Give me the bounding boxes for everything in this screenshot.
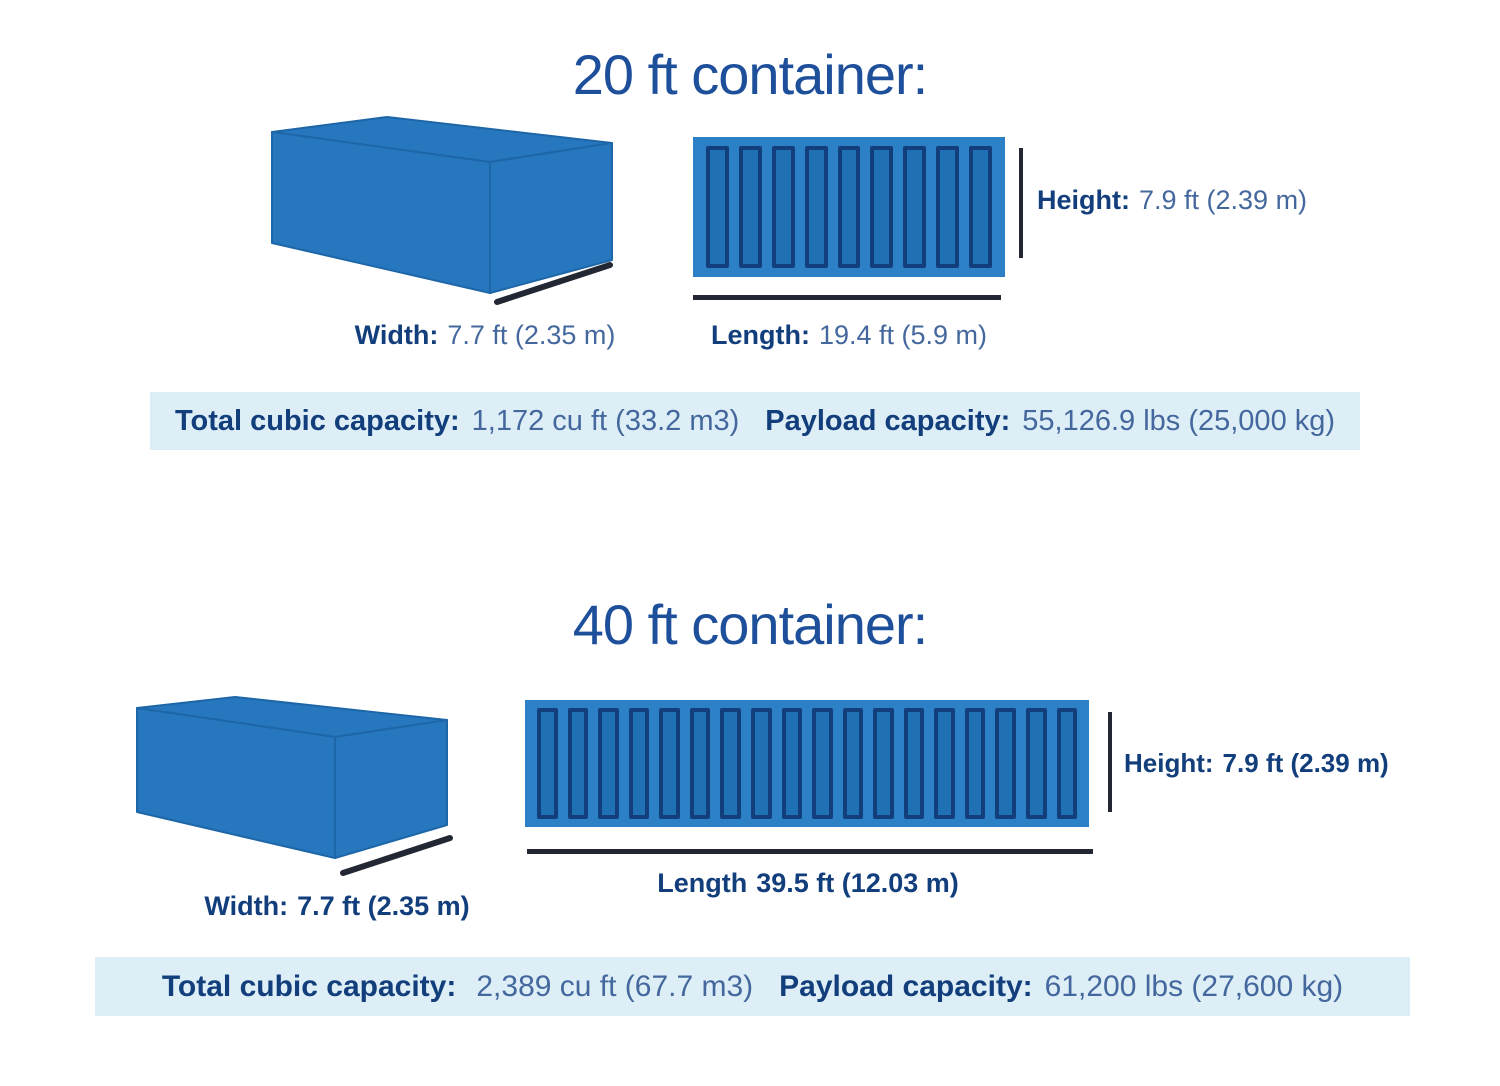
container-rib-panel (750, 708, 772, 819)
container-rib-panel (812, 708, 833, 819)
width-dimension-line (340, 835, 453, 876)
container-rib-panel (903, 146, 927, 268)
container-rib-panel (870, 146, 894, 268)
container-rib-panel (1026, 708, 1047, 819)
width-value-text: 7.7 ft (2.35 m) (297, 891, 470, 921)
cubic-capacity-value: 2,389 cu ft (67.7 m3) (476, 969, 754, 1003)
width-label-text: Width: (354, 320, 439, 350)
length-label-20ft: Length: 19.4 ft (5.9 m) (693, 320, 1005, 351)
container-side-view-20ft (693, 137, 1005, 277)
length-label-text: Length (657, 868, 748, 898)
width-label-text: Width: (204, 891, 289, 921)
container-rib-panel (873, 708, 894, 819)
container-3d-illustration-40ft (136, 696, 453, 876)
container-rib-panel (659, 708, 680, 819)
width-value-text: 7.7 ft (2.35 m) (447, 320, 616, 350)
height-value-text: 7.9 ft (2.39 m) (1222, 748, 1389, 778)
container-rib-panel (964, 708, 986, 819)
container-rib-panel (969, 146, 993, 268)
length-value-text: 19.4 ft (5.9 m) (818, 320, 988, 350)
container-rib-panel (689, 708, 711, 819)
length-dimension-line (693, 295, 1001, 300)
payload-capacity-value: 61,200 lbs (27,600 kg) (1044, 969, 1344, 1003)
container-rib-panel (706, 146, 729, 268)
container-3d-illustration-20ft (271, 116, 613, 305)
container-rib-panel (837, 146, 861, 268)
height-value-text: 7.9 ft (2.39 m) (1138, 185, 1308, 215)
payload-capacity-label: Payload capacity: (765, 404, 1011, 437)
height-dimension-line (1108, 712, 1112, 812)
length-label-text: Length: (710, 320, 810, 350)
payload-capacity-label: Payload capacity: (779, 969, 1033, 1003)
capacity-band-40ft: Total cubic capacity: 2,389 cu ft (67.7 … (95, 957, 1410, 1016)
height-dimension-line (1019, 148, 1023, 258)
height-label-20ft: Height: 7.9 ft (2.39 m) (1037, 185, 1307, 216)
capacity-band-20ft: Total cubic capacity: 1,172 cu ft (33.2 … (150, 392, 1360, 450)
container-rib-panel (936, 146, 960, 268)
box-side-face (334, 719, 448, 859)
container-rib-panel (804, 146, 828, 268)
height-label-40ft: Height: 7.9 ft (2.39 m) (1124, 748, 1389, 779)
section-title-20ft: 20 ft container: (572, 43, 928, 106)
payload-capacity-value: 55,126.9 lbs (25,000 kg) (1022, 404, 1336, 437)
container-rib-panel (934, 708, 955, 819)
length-dimension-line (527, 849, 1093, 854)
height-label-text: Height: (1037, 185, 1130, 215)
section-title-40ft: 40 ft container: (572, 593, 928, 656)
container-rib-panel (842, 708, 864, 819)
cubic-capacity-value: 1,172 cu ft (33.2 m3) (471, 404, 740, 437)
container-rib-panel (720, 708, 741, 819)
container-rib-panel (771, 146, 795, 268)
container-rib-panel (537, 708, 558, 819)
cubic-capacity-label: Total cubic capacity: (174, 404, 460, 437)
container-side-view-40ft (525, 700, 1089, 827)
width-label-40ft: Width: 7.7 ft (2.35 m) (137, 891, 537, 922)
container-rib-panel (903, 708, 925, 819)
length-label-40ft: Length 39.5 ft (12.03 m) (525, 868, 1091, 899)
length-value-text: 39.5 ft (12.03 m) (756, 868, 959, 898)
width-dimension-line (494, 262, 613, 305)
container-rib-panel (598, 708, 619, 819)
container-rib-panel (781, 708, 803, 819)
cubic-capacity-label: Total cubic capacity: (161, 969, 457, 1003)
container-rib-panel (567, 708, 589, 819)
container-rib-panel (995, 708, 1016, 819)
box-side-face (489, 142, 613, 294)
container-rib-panel (738, 146, 762, 268)
width-label-20ft: Width: 7.7 ft (2.35 m) (285, 320, 685, 351)
container-rib-panel (628, 708, 650, 819)
height-label-text: Height: (1124, 748, 1214, 778)
container-rib-panel (1056, 708, 1078, 819)
